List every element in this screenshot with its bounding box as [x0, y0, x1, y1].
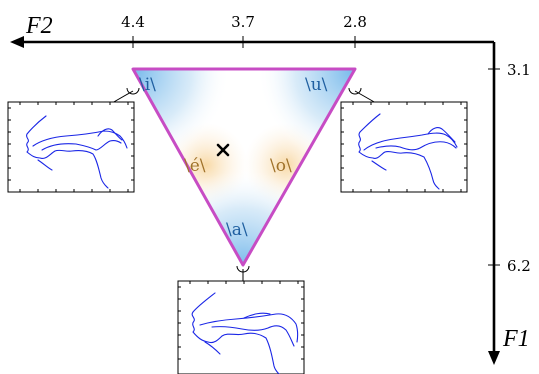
f1-axis-title: F1 — [502, 326, 530, 352]
vocal-tract-a-icon — [191, 292, 299, 374]
vowel-label-e: \é\ — [184, 156, 206, 176]
vowel-label-o: \o\ — [270, 156, 292, 176]
vowel-label-u: \u\ — [305, 75, 328, 95]
f2-tick-label: 3.7 — [231, 13, 255, 31]
f2-tick-label: 2.8 — [343, 13, 367, 31]
vowel-label-i: \i\ — [139, 75, 156, 95]
vowel-label-a: \a\ — [226, 220, 248, 240]
vocal-tract-a-panel — [177, 280, 305, 374]
f2-axis: 4.4 3.7 2.8 F2 — [10, 13, 494, 48]
vowel-triangle-fill — [133, 69, 355, 265]
vocal-tract-i-icon — [26, 115, 128, 189]
f1-tick-label: 6.2 — [507, 257, 531, 275]
connectors — [111, 87, 377, 282]
vowel-triangle-outline — [131, 67, 357, 267]
f1-axis: 3.1 6.2 F1 — [488, 42, 531, 365]
f2-tick-label: 4.4 — [121, 13, 145, 31]
cross-marker-icon — [216, 143, 230, 157]
f1-tick-label: 3.1 — [507, 61, 531, 79]
f1-arrow-icon — [488, 351, 500, 365]
vocal-tract-i-panel — [7, 101, 135, 193]
f2-axis-title: F2 — [25, 13, 53, 39]
vocal-tract-u-icon — [358, 113, 458, 190]
f2-arrow-icon — [10, 36, 24, 48]
vocal-tract-u-panel — [340, 101, 468, 193]
